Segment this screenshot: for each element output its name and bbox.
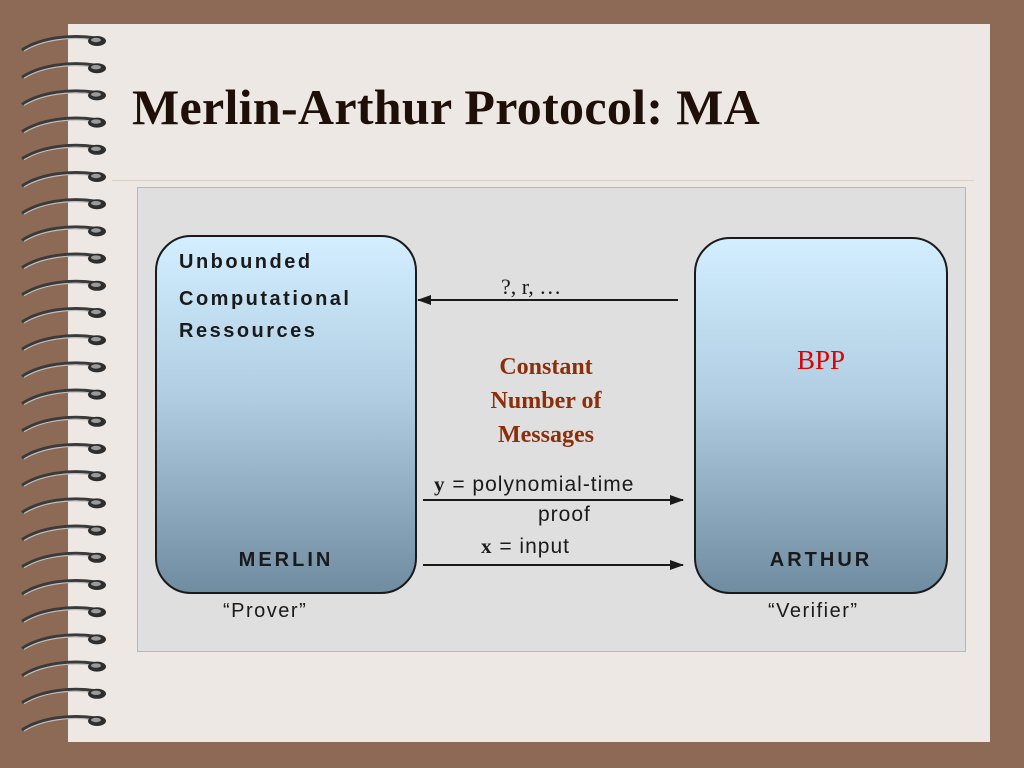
- binding-coil: [21, 35, 106, 52]
- note-line-3: Messages: [498, 422, 594, 448]
- binding-coil: [21, 225, 106, 242]
- binding-coil: [21, 89, 106, 106]
- input-variable: x: [481, 534, 493, 558]
- complexity-class-label: BPP: [796, 345, 846, 375]
- note-line-1: Constant: [499, 354, 593, 380]
- input-description: = input: [492, 535, 570, 558]
- binding-coil: [21, 171, 106, 188]
- binding-coil: [21, 116, 106, 134]
- resource-line-1: Unbounded: [179, 251, 313, 273]
- input-label: x = input: [481, 534, 570, 559]
- title-divider: [112, 180, 974, 181]
- binding-coil: [21, 606, 106, 623]
- verifier-caption: “Verifier”: [768, 600, 859, 622]
- binding-coil: [21, 198, 106, 215]
- binding-coil: [21, 361, 106, 378]
- merlin-panel: Unbounded Computational Ressources MERLI…: [155, 235, 417, 594]
- proof-description: = polynomial-time: [445, 473, 635, 496]
- prover-caption: “Prover”: [223, 600, 308, 622]
- merlin-label: MERLIN: [238, 549, 334, 571]
- proof-variable: y: [434, 472, 446, 496]
- slide-title: Merlin-Arthur Protocol: MA: [132, 79, 760, 135]
- challenge-label: ?, r, …: [501, 274, 562, 299]
- binding-coil: [21, 415, 106, 433]
- resource-line-3: Ressources: [179, 320, 318, 342]
- protocol-diagram: Unbounded Computational Ressources MERLI…: [137, 187, 966, 652]
- binding-coil: [21, 143, 106, 161]
- binding-coil: [21, 334, 106, 351]
- binding-coil: [21, 62, 106, 79]
- arthur-panel: BPP ARTHUR: [694, 237, 948, 594]
- resource-line-2: Computational: [179, 288, 352, 310]
- binding-coil: [21, 551, 106, 569]
- message-arrows: [417, 295, 684, 570]
- binding-coil: [21, 715, 106, 732]
- spiral-binding: [21, 35, 106, 732]
- binding-coil: [21, 443, 106, 460]
- binding-coil: [21, 660, 106, 678]
- binding-coil: [21, 388, 106, 406]
- binding-coil: [21, 279, 106, 297]
- proof-label-cont: proof: [538, 503, 591, 526]
- binding-coil: [21, 470, 106, 487]
- constant-messages-note: Constant Number of Messages: [468, 350, 624, 452]
- binding-coil: [21, 633, 106, 650]
- note-line-2: Number of: [490, 388, 602, 414]
- binding-coil: [21, 687, 106, 705]
- binding-coil: [21, 307, 106, 324]
- binding-coil: [21, 579, 106, 596]
- binding-coil: [21, 524, 106, 542]
- binding-coil: [21, 252, 106, 270]
- binding-coil: [21, 497, 106, 514]
- proof-label: y = polynomial-time: [434, 472, 634, 497]
- arthur-label: ARTHUR: [769, 549, 873, 571]
